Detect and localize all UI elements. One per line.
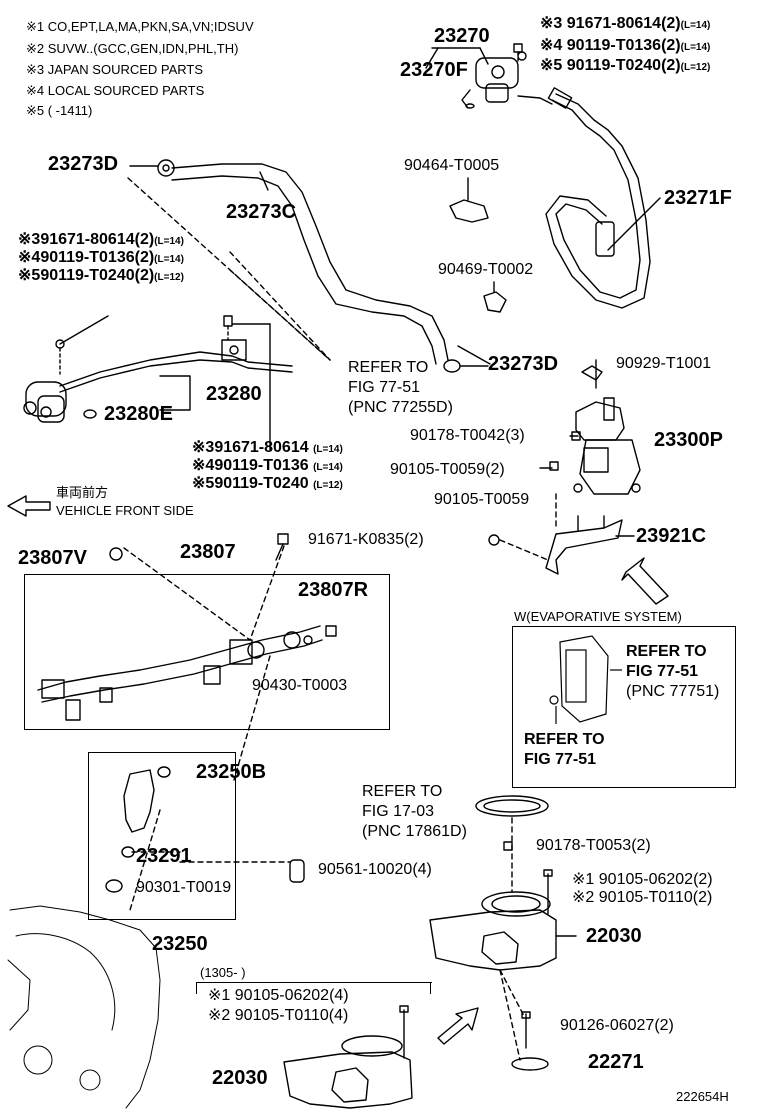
part-label-23807[interactable]: 23807 <box>180 541 236 563</box>
bracket-23921C <box>488 493 635 575</box>
front-side-arrow-icon <box>7 495 51 517</box>
front-side-jp: 車両前方 <box>56 485 109 500</box>
part-label-90464[interactable]: 90464-T0005 <box>404 157 500 174</box>
part-label-22271[interactable]: 22271 <box>588 1051 644 1073</box>
ref-topright-3[interactable]: ※5 90119-T0240(2)(L=12) <box>540 57 711 74</box>
part-label-90178-T0042[interactable]: 90178-T0042(3) <box>410 427 525 444</box>
leader-23270 <box>425 47 489 69</box>
evap-system-box <box>512 626 736 788</box>
clutch-release-cylinder-23280 <box>23 315 293 423</box>
part-label-90469[interactable]: 90469-T0002 <box>438 261 534 278</box>
part-label-23271F[interactable]: 23271F <box>664 187 732 209</box>
part-label-23807R[interactable]: 23807R <box>298 579 369 601</box>
note-5: ※5 ( -1411) <box>26 103 93 118</box>
ref-mid-1[interactable]: ※391671-80614 (L=14) <box>192 439 343 456</box>
part-label-90301[interactable]: 90301-T0019 <box>136 879 232 896</box>
part-label-23270[interactable]: 23270 <box>434 25 490 47</box>
part-label-23280[interactable]: 23280 <box>206 383 262 405</box>
part-label-23280E[interactable]: 23280E <box>104 403 173 425</box>
part-label-23300P[interactable]: 23300P <box>654 429 723 451</box>
ref-mid-2[interactable]: ※490119-T0136 (L=14) <box>192 457 343 474</box>
bottom-ref-2[interactable]: ※2 90105-T0110(4) <box>208 1007 349 1024</box>
fuel-rail-box <box>24 574 390 730</box>
note-1: ※1 CO,EPT,LA,MA,PKN,SA,VN;IDSUV <box>26 19 254 34</box>
clutch-master-cylinder-23270 <box>461 51 553 109</box>
part-label-90561[interactable]: 90561-10020(4) <box>318 861 432 878</box>
part-label-90430[interactable]: 90430-T0003 <box>252 677 348 694</box>
arrow-throttle-icon <box>437 1007 479 1045</box>
ref-topright-2[interactable]: ※4 90119-T0136(2)(L=14) <box>540 37 711 54</box>
clamp-90469 <box>483 281 507 313</box>
bottom-box-header: (1305- ) <box>200 965 246 980</box>
note-2: ※2 SUVW..(GCC,GEN,IDN,PHL,TH) <box>26 41 239 56</box>
clip-23273D-top <box>129 159 175 177</box>
ref-topright-1[interactable]: ※3 91671-80614(2)(L=14) <box>540 15 711 32</box>
refer-77-51-line1[interactable]: REFER TO <box>348 359 429 376</box>
evap-ref1-line2[interactable]: FIG 77-51 <box>626 663 699 680</box>
part-label-23273D-top[interactable]: 23273D <box>48 153 119 175</box>
bottom-variant-box-left <box>196 982 197 994</box>
ref-left-3[interactable]: ※590119-T0240(2)(L=12) <box>18 267 184 284</box>
diagram-id: 222654H <box>676 1089 729 1104</box>
refer-17-03-line2[interactable]: FIG 17-03 <box>362 803 435 820</box>
arrow-evap-icon <box>621 557 669 605</box>
refer-77-51-line3[interactable]: (PNC 77255D) <box>348 399 453 416</box>
part-label-90126[interactable]: 90126-06027(2) <box>560 1017 674 1034</box>
bolt-icon-top <box>513 43 523 63</box>
part-label-23273C[interactable]: 23273C <box>226 201 297 223</box>
evap-canister <box>549 635 622 724</box>
note-4: ※4 LOCAL SOURCED PARTS <box>26 83 205 98</box>
evap-ref1-line3[interactable]: (PNC 77751) <box>626 683 720 700</box>
bottom-ref-1[interactable]: ※1 90105-06202(4) <box>208 987 349 1004</box>
part-label-90929[interactable]: 90929-T1001 <box>616 355 712 372</box>
part-label-90105-T0059-2[interactable]: 90105-T0059(2) <box>390 461 505 478</box>
evap-ref2-line1[interactable]: REFER TO <box>524 731 605 748</box>
evap-ref2-line2[interactable]: FIG 77-51 <box>524 751 597 768</box>
front-side-en: VEHICLE FRONT SIDE <box>56 503 194 518</box>
part-label-22030-bottom[interactable]: 22030 <box>212 1067 268 1089</box>
engine-outline <box>7 905 161 1109</box>
evap-ref1-line1[interactable]: REFER TO <box>626 643 707 660</box>
part-label-23921C[interactable]: 23921C <box>636 525 707 547</box>
part-label-22030-mid[interactable]: 22030 <box>586 925 642 947</box>
throttle-body-22030 <box>429 869 577 971</box>
part-label-23250[interactable]: 23250 <box>152 933 208 955</box>
refer-77-51-line2[interactable]: FIG 77-51 <box>348 379 421 396</box>
stud-90126 <box>521 1011 531 1049</box>
gasket-17861D <box>475 795 549 893</box>
ref-left-1[interactable]: ※391671-80614(2)(L=14) <box>18 231 184 248</box>
part-label-23291[interactable]: 23291 <box>136 845 192 867</box>
refer-17-03-line3[interactable]: (PNC 17861D) <box>362 823 467 840</box>
bottom-variant-box <box>196 982 432 983</box>
refer-17-03-line1[interactable]: REFER TO <box>362 783 443 800</box>
ref-mid-3[interactable]: ※590119-T0240 (L=12) <box>192 475 343 492</box>
note-3: ※3 JAPAN SOURCED PARTS <box>26 62 204 77</box>
actuator-23300P <box>549 359 641 495</box>
gasket-22271 <box>511 1057 549 1071</box>
clamp-90464 <box>449 177 489 223</box>
ref-left-2[interactable]: ※490119-T0136(2)(L=14) <box>18 249 184 266</box>
part-label-23270F[interactable]: 23270F <box>400 59 468 81</box>
hose-23271F <box>545 87 661 309</box>
throttle-ref-1[interactable]: ※1 90105-06202(2) <box>572 871 713 888</box>
part-label-23250B[interactable]: 23250B <box>196 761 267 783</box>
evap-box-title: W(EVAPORATIVE SYSTEM) <box>514 609 682 624</box>
part-label-23273D-mid[interactable]: 23273D <box>488 353 559 375</box>
hose-23273C <box>171 163 491 365</box>
bottom-variant-box-right <box>430 982 431 994</box>
throttle-body-22030-bottom <box>283 1005 413 1109</box>
part-label-90105-T0059[interactable]: 90105-T0059 <box>434 491 530 508</box>
part-label-91671-K0835[interactable]: 91671-K0835(2) <box>308 531 424 548</box>
clip-23273D-mid <box>443 359 489 373</box>
fuel-rail-23807 <box>37 547 337 721</box>
part-label-90178-T0053[interactable]: 90178-T0053(2) <box>536 837 651 854</box>
part-label-23807V[interactable]: 23807V <box>18 547 87 569</box>
throttle-ref-2[interactable]: ※2 90105-T0110(2) <box>572 889 713 906</box>
injector-box <box>88 752 236 920</box>
injector-23250 <box>105 766 305 893</box>
bolt-91671-K0835 <box>275 533 289 561</box>
